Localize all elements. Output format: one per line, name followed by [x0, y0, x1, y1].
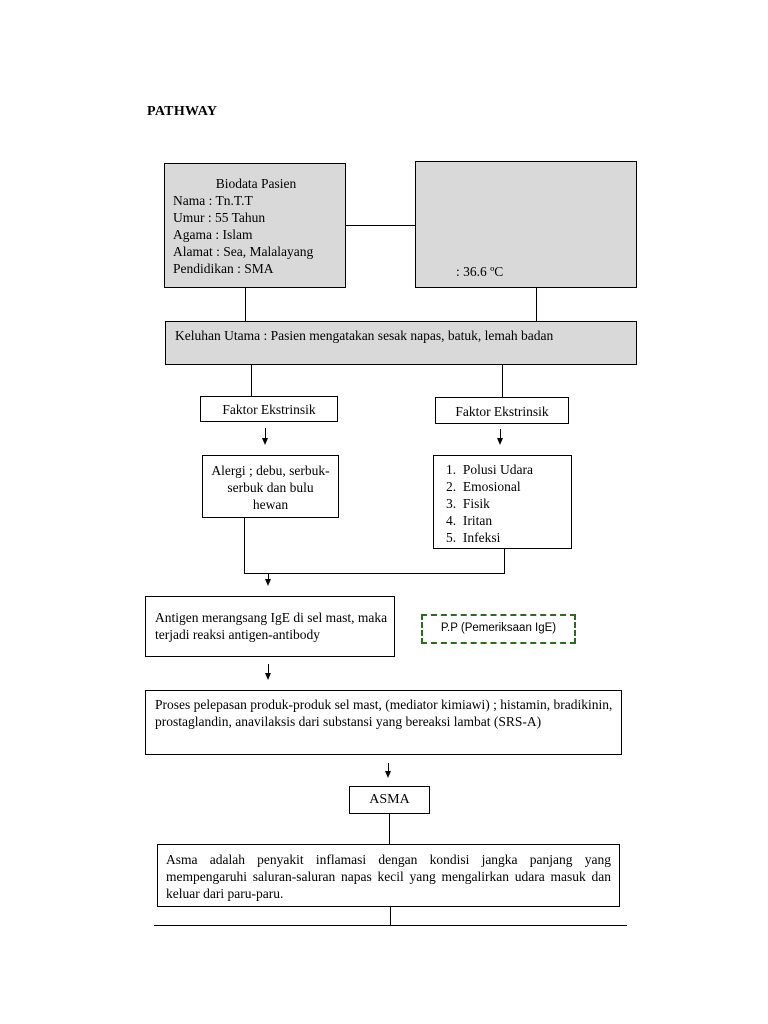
temperature-value: : 36.6 ºC — [456, 264, 504, 279]
right-factor-list: 1. Polusi Udara 2. Emosional 3. Fisik 4.… — [433, 455, 572, 549]
asma-box: ASMA — [349, 786, 430, 814]
connector-definition-bottom — [390, 907, 391, 926]
arrow-right-factor-head — [497, 438, 503, 445]
arrow-antigen-head — [265, 579, 271, 586]
merge-horizontal — [244, 573, 505, 574]
arrow-left-factor-shaft — [265, 428, 266, 439]
arrow-asma-head — [385, 771, 391, 778]
connector-biodata-vitals — [346, 225, 415, 226]
proses-box: Proses pelepasan produk-produk sel mast,… — [145, 690, 622, 755]
biodata-heading: Biodata Pasien — [215, 176, 297, 191]
connector-keluhan-left-factor — [251, 365, 252, 396]
biodata-line-religion: Agama : Islam — [173, 227, 253, 242]
merge-left-vertical — [244, 518, 245, 574]
antigen-box: Antigen merangsang IgE di sel mast, maka… — [145, 596, 395, 657]
biodata-line-education: Pendidikan : SMA — [173, 261, 274, 276]
list-item: 2. Emosional — [446, 479, 521, 494]
arrow-asma-shaft — [388, 763, 389, 772]
keluhan-box: Keluhan Utama : Pasien mengatakan sesak … — [165, 321, 637, 365]
page-title: PATHWAY — [147, 104, 218, 119]
left-factor-details: Alergi ; debu, serbuk-serbuk dan bulu he… — [202, 455, 339, 518]
list-item: 3. Fisik — [446, 496, 490, 511]
biodata-line-age: Umur : 55 Tahun — [173, 210, 266, 225]
arrow-left-factor-head — [262, 438, 268, 445]
right-factor-box: Faktor Ekstrinsik — [435, 397, 569, 424]
bottom-branch-line — [154, 925, 627, 926]
vitals-box: : 36.6 ºC — [415, 161, 637, 288]
left-factor-box: Faktor Ekstrinsik — [200, 396, 338, 422]
arrow-proses-head — [265, 673, 271, 680]
arrow-right-factor-shaft — [500, 429, 501, 439]
connector-biodata-keluhan — [245, 288, 246, 321]
pemeriksaan-box: P.P (Pemeriksaan IgE) — [421, 614, 576, 644]
biodata-line-address: Alamat : Sea, Malalayang — [173, 244, 314, 259]
arrow-proses-shaft — [268, 664, 269, 674]
list-item: 4. Iritan — [446, 513, 493, 528]
arrow-antigen-shaft — [268, 574, 269, 579]
biodata-line-name: Nama : Tn.T.T — [173, 193, 253, 208]
definition-box: Asma adalah penyakit inflamasi dengan ko… — [157, 844, 620, 907]
connector-vitals-keluhan — [536, 288, 537, 321]
list-item: 1. Polusi Udara — [446, 462, 533, 477]
connector-keluhan-right-factor — [502, 365, 503, 397]
list-item: 5. Infeksi — [446, 530, 501, 545]
biodata-box: Biodata Pasien Nama : Tn.T.T Umur : 55 T… — [164, 163, 346, 288]
connector-asma-definition — [389, 814, 390, 844]
merge-right-vertical — [504, 549, 505, 574]
